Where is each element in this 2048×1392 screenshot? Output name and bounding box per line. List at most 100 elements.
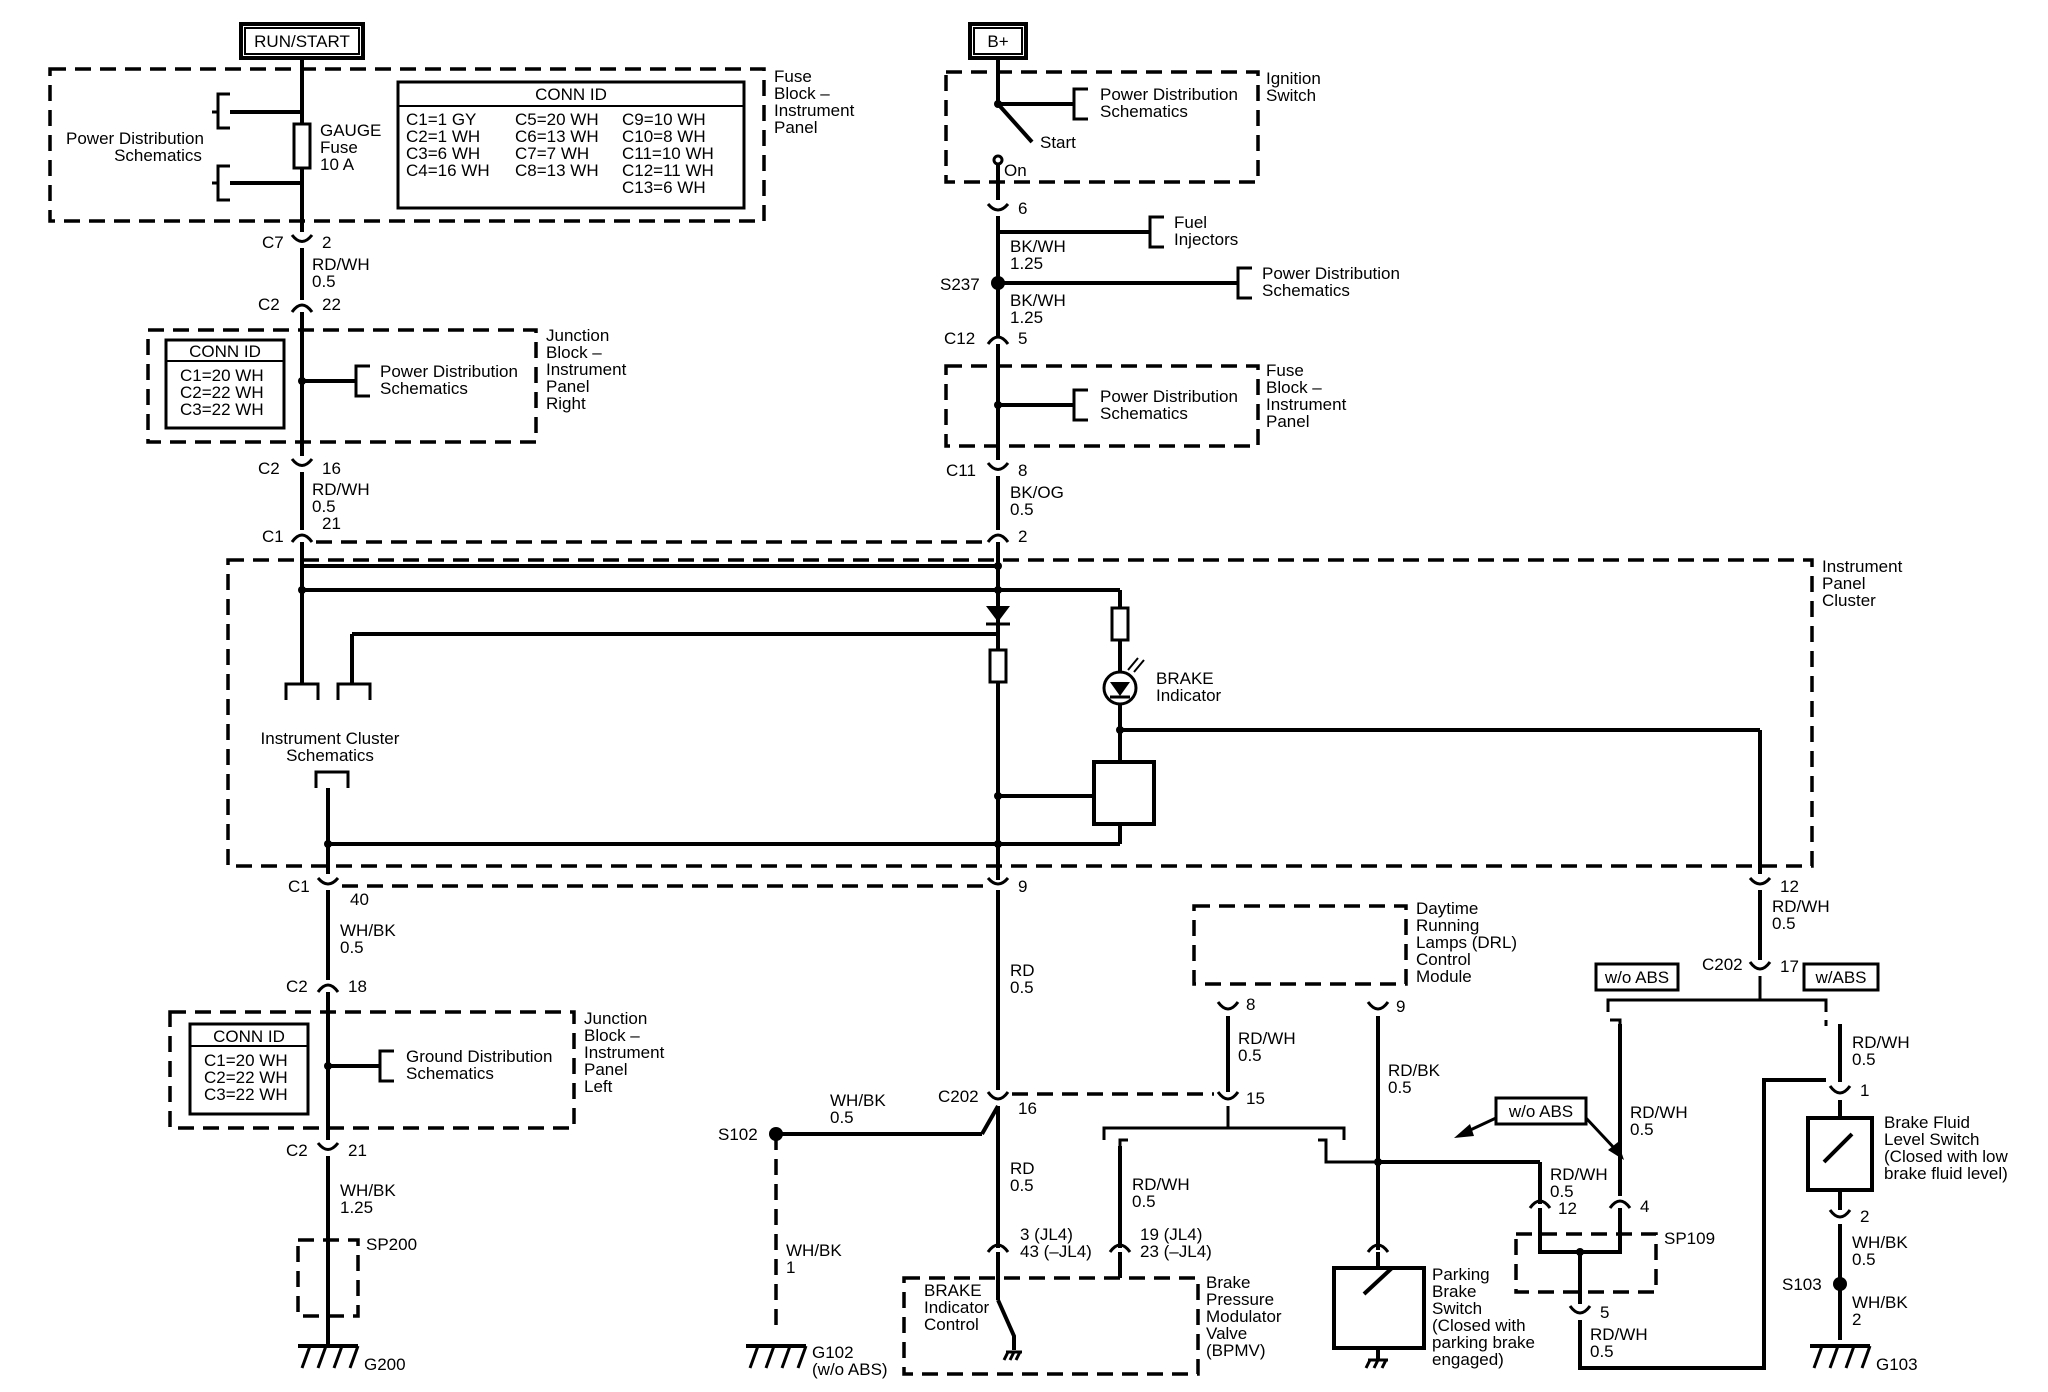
parking-brake-switch-contact-icon [1362,1266,1394,1296]
svg-text:23 (–JL4): 23 (–JL4) [1140,1242,1212,1261]
connector-c7-icon [290,234,314,243]
svg-text:22: 22 [322,295,341,314]
pds-label-jb-right: Power Distribution Schematics [380,362,518,398]
svg-text:Switch: Switch [1266,86,1316,105]
junction-block-left-title: Junction Block – Instrument Panel Left [584,1009,665,1096]
svg-text:C2=22 WH: C2=22 WH [204,1068,288,1087]
svg-text:0.5: 0.5 [1772,914,1796,933]
svg-text:0.5: 0.5 [1238,1046,1262,1065]
svg-text:C8=13 WH: C8=13 WH [515,161,599,180]
svg-text:RD/WH: RD/WH [1590,1325,1648,1344]
svg-text:1.25: 1.25 [1010,254,1043,273]
svg-text:Power Distribution: Power Distribution [380,362,518,381]
svg-text:Panel: Panel [584,1060,627,1079]
pds-label-s237: Power Distribution Schematics [1262,264,1400,300]
svg-text:Block –: Block – [774,84,830,103]
svg-text:Switch: Switch [1432,1299,1482,1318]
svg-text:1.25: 1.25 [1010,308,1043,327]
svg-text:C12: C12 [944,329,975,348]
svg-text:C4=16 WH: C4=16 WH [406,161,490,180]
svg-text:43 (–JL4): 43 (–JL4) [1020,1242,1092,1261]
svg-text:Schematics: Schematics [114,146,202,165]
svg-text:C202: C202 [938,1087,979,1106]
conn-id-table-jb-right: CONN ID C1=20 WH C2=22 WH C3=22 WH [164,338,286,430]
svg-text:Schematics: Schematics [406,1064,494,1083]
svg-text:Module: Module [1416,967,1472,986]
svg-text:CONN ID: CONN ID [189,342,261,361]
svg-text:RD: RD [1010,1159,1035,1178]
pin-3-43-label: 3 (JL4) 43 (–JL4) [1020,1225,1092,1261]
svg-text:SP109: SP109 [1664,1229,1715,1248]
svg-text:C11: C11 [946,461,976,480]
svg-text:GAUGE: GAUGE [320,121,381,140]
svg-text:Power Distribution: Power Distribution [66,129,204,148]
ignition-switch-contact-icon [996,102,1034,144]
fuse-block-ip-title: Fuse Block – Instrument Panel [774,67,855,137]
svg-text:CONN ID: CONN ID [213,1027,285,1046]
svg-text:1.25: 1.25 [340,1198,373,1217]
svg-text:Power Distribution: Power Distribution [1262,264,1400,283]
svg-text:C2: C2 [286,1141,308,1160]
svg-text:Modulator: Modulator [1206,1307,1282,1326]
svg-text:18: 18 [348,977,367,996]
svg-text:parking brake: parking brake [1432,1333,1535,1352]
ignition-switch-outline [944,70,1260,184]
pin-19-23-label: 19 (JL4) 23 (–JL4) [1140,1225,1212,1261]
svg-text:0.5: 0.5 [1630,1120,1654,1139]
svg-text:w/o ABS: w/o ABS [1604,968,1669,987]
svg-text:BK/OG: BK/OG [1010,483,1064,502]
ground-g200-icon [298,1344,360,1369]
svg-text:C2: C2 [258,295,280,314]
svg-text:Running: Running [1416,916,1479,935]
svg-text:B+: B+ [987,32,1008,51]
svg-text:C7: C7 [262,233,284,252]
svg-text:Panel: Panel [1266,412,1309,431]
svg-text:Ground Distribution: Ground Distribution [406,1047,552,1066]
svg-text:Fuel: Fuel [1174,213,1207,232]
conn-id-table-fuse-block: CONN ID C1=1 GY C2=1 WH C3=6 WH C4=16 WH… [396,80,746,210]
svg-text:RD/WH: RD/WH [1772,897,1830,916]
svg-text:BRAKE: BRAKE [1156,669,1214,688]
svg-text:Left: Left [584,1077,613,1096]
svg-text:(Closed with low: (Closed with low [1884,1147,2008,1166]
svg-text:C1: C1 [262,527,284,546]
svg-text:Schematics: Schematics [1262,281,1350,300]
svg-text:Injectors: Injectors [1174,230,1238,249]
brake-indicator-control-label: BRAKE Indicator Control [924,1281,990,1334]
svg-text:2: 2 [1860,1207,1869,1226]
connector-c2-icon [290,303,314,313]
svg-text:(BPMV): (BPMV) [1206,1341,1266,1360]
instrument-panel-cluster-title: Instrument Panel Cluster [1822,557,1903,610]
svg-text:C2: C2 [258,459,280,478]
svg-text:WH/BK: WH/BK [340,921,396,940]
svg-text:2: 2 [322,233,331,252]
cluster-module-box [1092,760,1156,826]
svg-text:0.5: 0.5 [1010,978,1034,997]
svg-text:w/ABS: w/ABS [1814,968,1866,987]
svg-text:WH/BK: WH/BK [1852,1233,1908,1252]
svg-text:Lamps (DRL): Lamps (DRL) [1416,933,1517,952]
bpmv-outline [902,1276,1200,1376]
svg-text:Panel: Panel [774,118,817,137]
junction-block-right-title: Junction Block – Instrument Panel Right [546,326,627,413]
svg-text:21: 21 [322,514,341,533]
svg-text:0.5: 0.5 [1132,1192,1156,1211]
svg-text:Daytime: Daytime [1416,899,1478,918]
svg-text:w/o ABS: w/o ABS [1508,1102,1573,1121]
svg-text:1: 1 [786,1258,795,1277]
svg-text:Instrument: Instrument [1266,395,1347,414]
svg-text:Schematics: Schematics [1100,102,1188,121]
svg-text:Valve: Valve [1206,1324,1247,1343]
svg-text:C12=11 WH: C12=11 WH [622,161,714,180]
fuse-block-right-outline [944,364,1260,448]
ground-g102-label: G102 (w/o ABS) [812,1343,888,1379]
svg-text:3 (JL4): 3 (JL4) [1020,1225,1073,1244]
svg-text:SP200: SP200 [366,1235,417,1254]
svg-text:C3=22 WH: C3=22 WH [204,1085,288,1104]
run-start-box: RUN/START [239,22,365,60]
svg-text:0.5: 0.5 [1852,1250,1876,1269]
svg-text:C13=6 WH: C13=6 WH [622,178,706,197]
svg-text:Brake Fluid: Brake Fluid [1884,1113,1970,1132]
svg-text:0.5: 0.5 [1010,500,1034,519]
